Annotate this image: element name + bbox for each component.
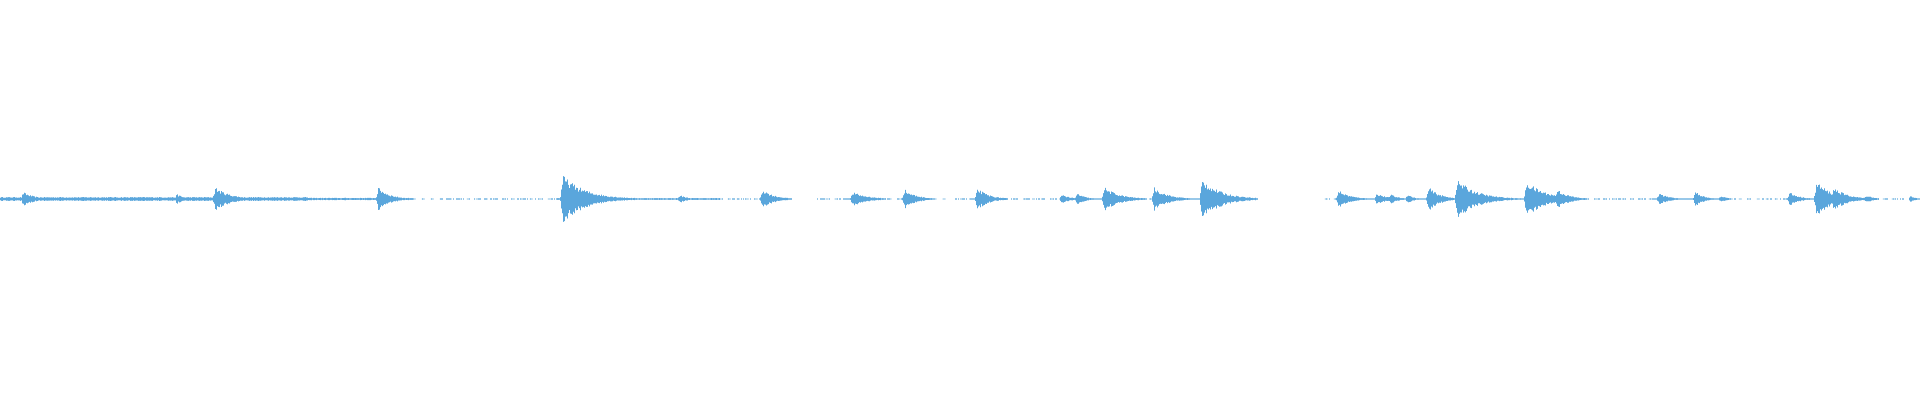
waveform-trace (0, 176, 1920, 222)
